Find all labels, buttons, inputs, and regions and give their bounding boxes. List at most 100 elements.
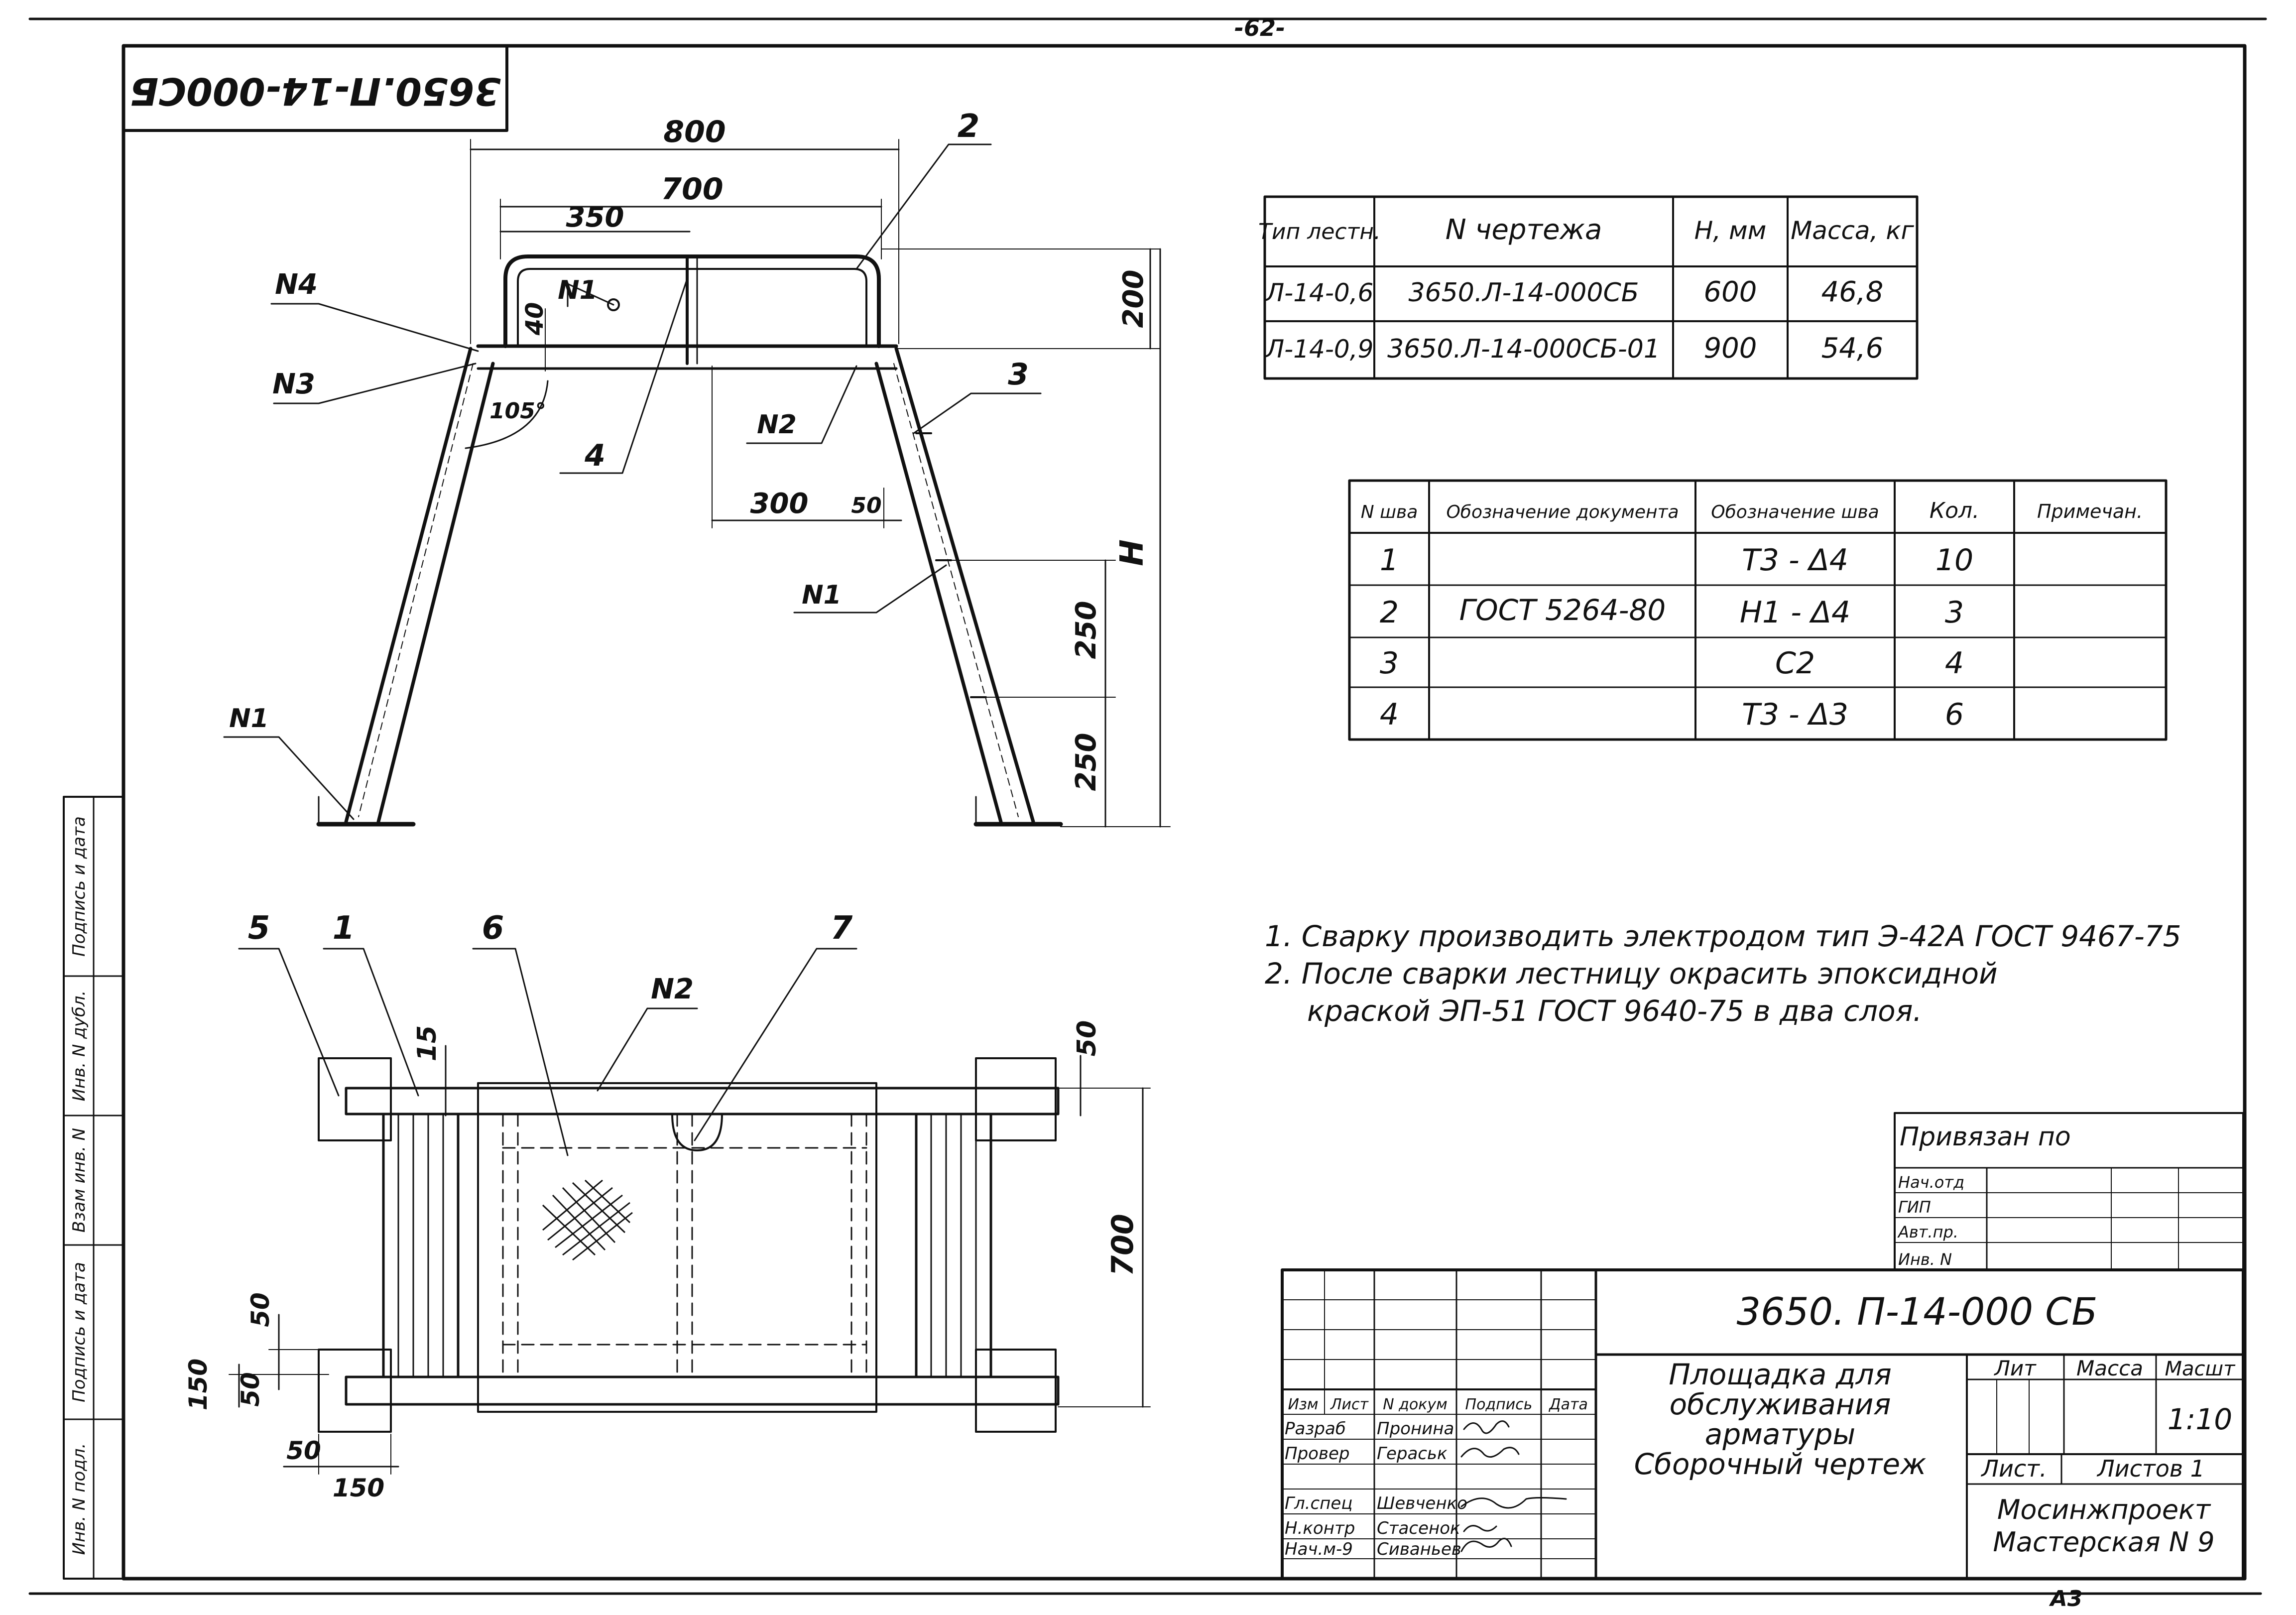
ladder-table: Тип лестн. N чертежа H, мм Масса, кг Л-1… [1258,195,1919,380]
role-4-name: Стасенок [1377,1518,1460,1538]
weld-r1-seam: Т3 - Δ4 [1742,543,1848,578]
dim-H: H [1114,539,1151,566]
role-1-name: Пронина [1377,1419,1454,1439]
dim-800: 800 [663,115,725,149]
col-header-list: Лист [1330,1396,1369,1413]
label-pos-2: 2 [958,108,980,145]
title-name-4: Сборочный чертеж [1634,1447,1927,1481]
sheet-label: Лист. [1980,1455,2047,1482]
plan-label-6: 6 [482,910,504,947]
side-stamp-cell-2: Подпись и дата [69,1262,89,1402]
side-stamp-cell-3: Взам инв. N [69,1128,89,1233]
sheet-frame [28,17,2267,1595]
weld-r2-seam: Н1 - Δ4 [1740,595,1850,630]
note-2-cont: краской ЭП-51 ГОСТ 9640-75 в два слоя. [1307,994,1922,1028]
elevation-labels: 2 N4 N3 N1 4 N2 3 N1 N1 [223,108,1042,820]
plan-dim-150-bottom: 150 [333,1474,384,1502]
col-header-izm: Изм [1288,1396,1318,1413]
signature-5 [1460,1537,1512,1552]
ladder-r1-H: 600 [1704,276,1757,308]
plan-label-weld-N2: N2 [651,973,694,1005]
weld-r2-qty: 3 [1945,595,1964,630]
title-block: 3650. П-14-000 СБ Площадка для обслужива… [1281,1268,2245,1580]
ladder-th-type: Тип лестн. [1258,219,1381,245]
org-line-1: Мосинжпроект [1997,1494,2211,1525]
role-2: Провер [1285,1444,1350,1464]
signature-3 [1460,1497,1567,1509]
plan-dim-50-bottom: 50 [286,1436,321,1465]
ladder-r2-drawing: 3650.Л-14-000СБ-01 [1387,334,1660,364]
weld-r3-no: 3 [1380,646,1399,681]
col-header-sign: Подпись [1465,1396,1533,1413]
ladder-th-mass: Масса, кг [1791,216,1914,245]
weld-r1-qty: 10 [1935,543,1973,578]
title-name-1: Площадка для [1669,1358,1892,1391]
binding-row-4: Инв. N [1898,1250,1952,1269]
plan-dim-50-left-b: 50 [236,1372,265,1407]
plan-dim-50-top: 50 [1072,1020,1102,1056]
title-code: 3650. П-14-000 СБ [1737,1289,2098,1334]
weld-r3-qty: 4 [1945,646,1964,681]
weld-r4-qty: 6 [1945,697,1964,732]
binding-row-1: Нач.отд [1898,1173,1964,1192]
weld-r3-seam: С2 [1775,646,1815,681]
dim-300: 300 [750,488,809,520]
note-2: 2. После сварки лестницу окрасить эпокси… [1265,957,1998,991]
signature-1 [1463,1420,1510,1434]
general-notes: 1. Сварку производить электродом тип Э-4… [1265,919,2181,1028]
weld-th-note: Примечан. [2037,500,2143,522]
weld-th-doc: Обозначение документа [1446,502,1679,522]
dim-350: 350 [566,201,624,234]
weld-th-no: N шва [1361,502,1418,522]
sheet-format: А3 [2049,1586,2083,1612]
plan-view [318,1057,1060,1433]
ladder-r1-drawing: 3650.Л-14-000СБ [1409,278,1639,308]
mirrored-code-stamp: 3650.П-14-000СБ [122,44,508,132]
elevation-dimensions: 800 700 350 200 H 250 250 300 50 40 105° [470,115,1171,828]
elevation-view [316,254,1063,827]
mesh-hatch [542,1179,633,1261]
scale-label: Масшт [2165,1358,2236,1380]
weld-th-qty: Кол. [1930,498,1979,523]
weld-table: N шва Обозначение документа Обозначение … [1348,479,2168,741]
ladder-th-drawing: N чертежа [1446,214,1602,246]
label-weld-N3: N3 [272,368,315,400]
ladder-r2-mass: 54,6 [1821,332,1884,365]
label-weld-N4: N4 [275,268,318,301]
col-header-date: Дата [1548,1396,1588,1413]
note-1: 1. Сварку производить электродом тип Э-4… [1265,919,2181,953]
mass-label: Масса [2076,1356,2143,1380]
role-3: Гл.спец [1285,1493,1352,1513]
label-weld-N1-top: N1 [558,275,598,305]
binding-row-3: Авт.пр. [1897,1223,1958,1242]
plan-dim-50-left-a: 50 [246,1292,275,1327]
ladder-r1-mass: 46,8 [1821,276,1884,308]
title-name-3: арматуры [1705,1417,1855,1451]
plan-dim-700: 700 [1105,1214,1140,1276]
signature-2 [1460,1447,1520,1458]
signature-4 [1463,1525,1497,1532]
weld-th-seam: Обозначение шва [1711,502,1879,522]
binding-row-2: ГИП [1898,1198,1931,1217]
binding-title: Привязан по [1900,1122,2071,1152]
ladder-r1-type: Л-14-0,6 [1265,278,1374,307]
role-3-name: Шевченко [1377,1493,1467,1513]
label-weld-N1-left: N1 [229,704,269,734]
page-number: -62- [1234,14,1285,41]
binding-block: Привязан по Нач.отд ГИП Авт.пр. Инв. N [1894,1112,2244,1271]
label-pos-4: 4 [584,438,605,473]
dim-250-lower: 250 [1070,733,1102,791]
weld-r4-seam: Т3 - Δ3 [1742,697,1848,732]
sheets-label: Листов 1 [2096,1455,2205,1482]
scale-value: 1:10 [2168,1402,2232,1436]
plan-dim-15: 15 [412,1025,442,1061]
dim-40: 40 [521,302,549,336]
plan-label-7: 7 [831,910,853,947]
plan-annotations: 700 50 15 50 150 50 50 150 5 1 6 7 N2 [184,910,1151,1502]
side-stamp: Инв. N подл. Подпись и дата Взам инв. N … [63,796,124,1580]
role-1: Разраб [1285,1419,1346,1439]
dim-700: 700 [661,172,723,207]
ladder-r2-type: Л-14-0,9 [1265,335,1374,364]
ladder-r2-H: 900 [1704,332,1757,365]
